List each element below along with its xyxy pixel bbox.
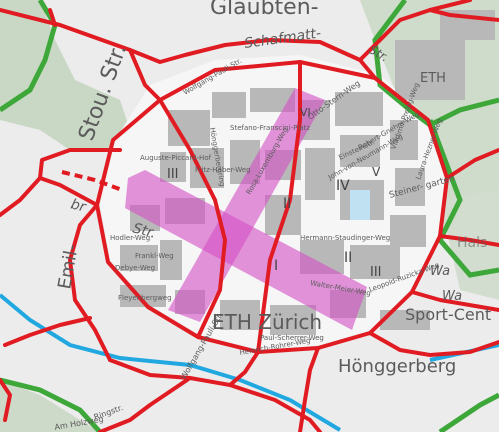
forest-boundary-west: [0, 0, 58, 113]
forest-area-southwest: [0, 380, 100, 432]
label-wa: Wa: [430, 264, 450, 279]
forest-boundary-north: [372, 0, 499, 128]
street-label: Debye-Weg: [115, 264, 155, 272]
label-hals: Hals: [457, 235, 487, 251]
building-label-II: II: [283, 196, 291, 212]
street-label: Fleyenbergweg: [118, 294, 172, 302]
street-label: Hermann-Staudinger-Weg: [300, 234, 390, 242]
forest-boundary-east: [427, 119, 499, 278]
street-label: Paul-Scherrer-Weg: [260, 334, 324, 342]
forest-boundary-southeast: [438, 392, 499, 432]
forest-boundary-southwest: [0, 377, 102, 432]
building-label-II-2: II: [344, 250, 352, 266]
label-glaubten: Glaubten-: [210, 0, 319, 20]
street-label: Stefano-Franscini-Platz: [230, 124, 310, 132]
pond: [350, 190, 370, 220]
forest-area-northwest: [0, 0, 130, 150]
label-str-left: Str.: [131, 220, 158, 241]
label-eth-top: ETH: [420, 71, 446, 86]
label-sport-center: Sport-Cent: [405, 305, 491, 324]
building-label-III: III: [167, 167, 179, 182]
street-label: Auguste-Piccard-Hof: [140, 154, 212, 162]
label-eth-zurich: ETH Zürich: [212, 310, 322, 334]
building-label-III-2: III: [370, 265, 382, 280]
building-label-V: V: [372, 165, 381, 179]
river-line: [0, 293, 342, 432]
street-label: Fritz-Haber-Weg: [195, 166, 251, 174]
road-dashed: [61, 170, 123, 192]
street-label: Frankl-Weg: [135, 252, 174, 260]
building-label-I: I: [274, 258, 278, 274]
label-br: br: [69, 196, 88, 216]
label-wa-2: Wa: [442, 289, 462, 304]
label-hongg: Hönggerberg: [338, 356, 456, 377]
street-label: Hodler-Weg: [110, 234, 150, 242]
building-label-IV: IV: [336, 178, 350, 194]
building-label-VI: VI: [300, 106, 311, 119]
highlight-cross: [125, 88, 367, 330]
